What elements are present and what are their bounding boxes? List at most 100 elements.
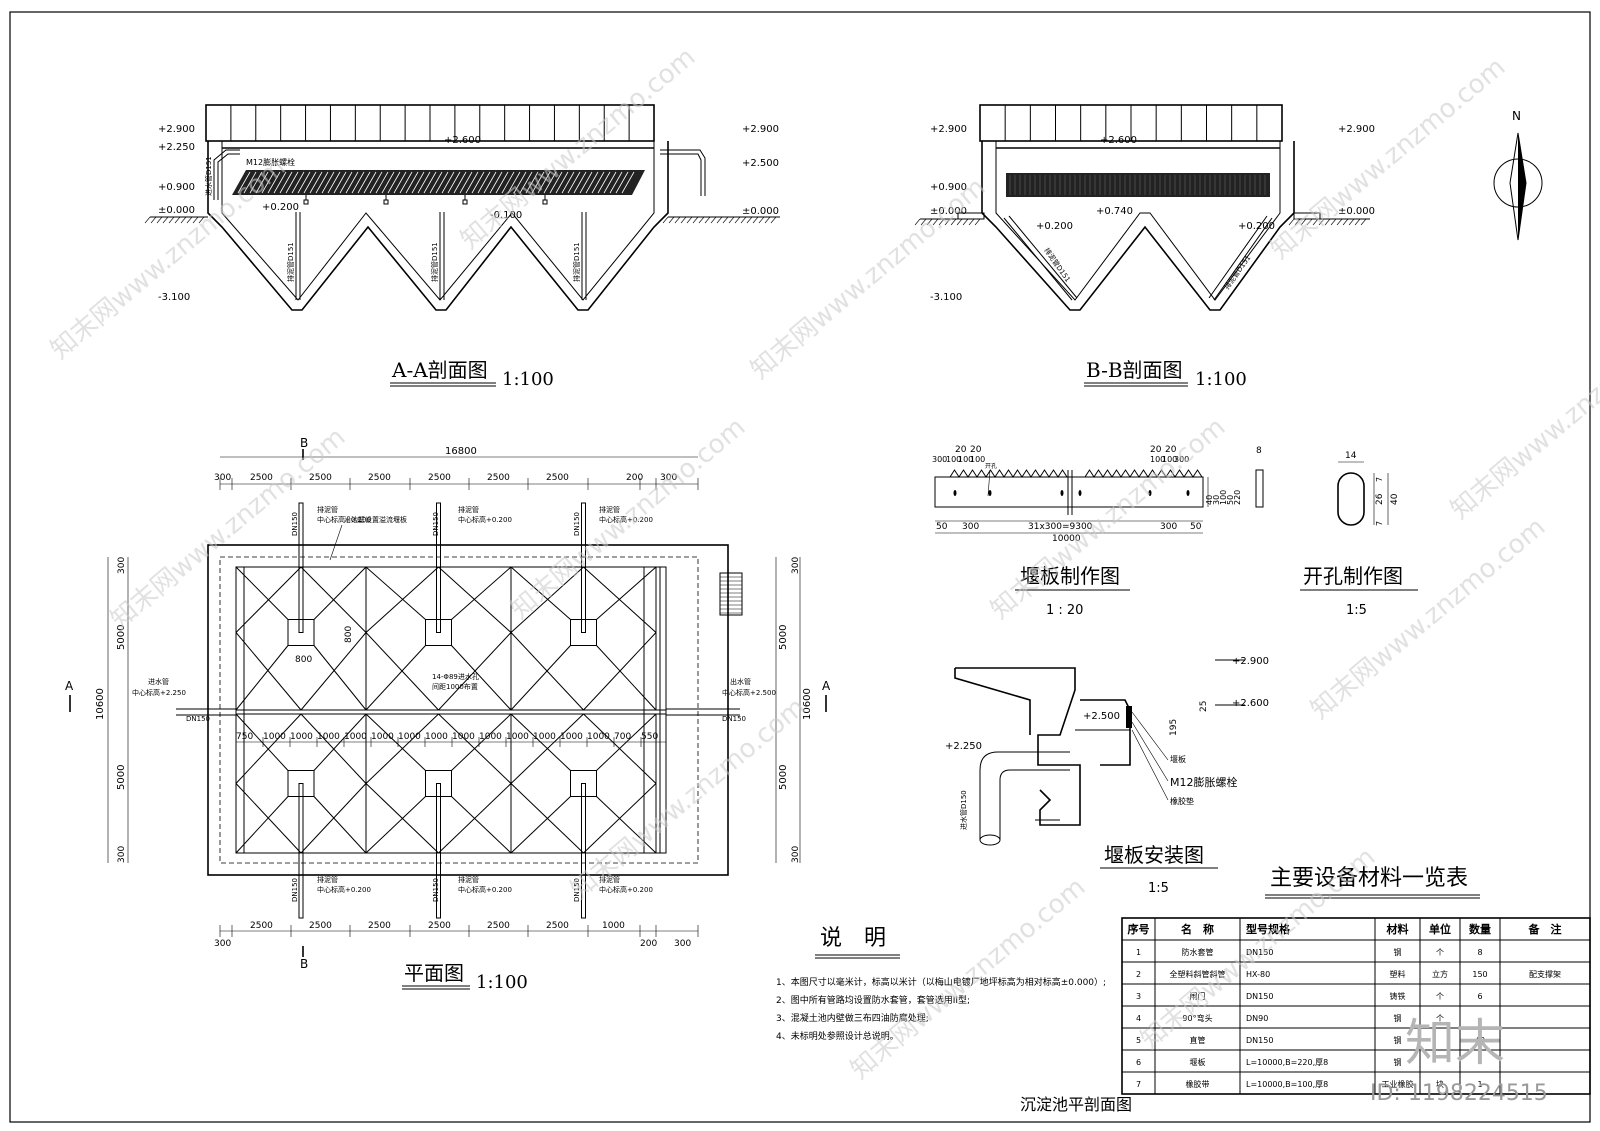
plan-bottom-dim: 300 — [214, 939, 231, 949]
svg-text:100: 100 — [1150, 455, 1165, 464]
drawing-title: 沉淀池平剖面图 — [1020, 1095, 1132, 1114]
svg-text:排泥管: 排泥管 — [599, 505, 620, 514]
weir-thickness-view — [1255, 469, 1264, 508]
plan-bottom-dim: 2500 — [487, 921, 510, 931]
svg-text:DN150: DN150 — [291, 512, 299, 536]
svg-text:100: 100 — [970, 455, 985, 464]
svg-text:知末网www.znzmo.com: 知末网www.znzmo.com — [745, 172, 991, 385]
table-cell: 1 — [1477, 1080, 1482, 1089]
table-cell: 个 — [1436, 1014, 1444, 1023]
weir-hole-label: 开孔 — [985, 462, 997, 470]
aa-inlet-pipe — [213, 149, 240, 200]
table-cell: 1 — [1136, 948, 1141, 957]
plan-scale: 1:100 — [476, 972, 528, 993]
plan-right-total: 10600 — [802, 688, 813, 720]
table-cell: 7 — [1136, 1080, 1141, 1089]
plan-mid-dim: 1000 — [317, 732, 340, 742]
table-cell: 立方 — [1432, 969, 1448, 979]
aa-grating-bars — [230, 105, 630, 141]
weir-teeth — [935, 469, 1203, 478]
svg-text:300: 300 — [117, 557, 127, 574]
plan-mid-dim: 550 — [641, 732, 658, 742]
install-title: 堰板安装图 — [1104, 843, 1204, 867]
install-scale: 1:5 — [1148, 881, 1169, 896]
table-cell: 全塑料斜管斜管 — [1170, 969, 1226, 979]
svg-text:知末网www.znzmo.com: 知末网www.znzmo.com — [565, 692, 811, 905]
bb-sludge-pipe-left — [1003, 217, 1073, 301]
hole-height: 40 — [1390, 493, 1400, 505]
plan-mid-dim: 1000 — [560, 732, 583, 742]
aa-elev-0900: +0.900 — [158, 182, 195, 193]
weir-dim-9300: 31x300=9300 — [1028, 522, 1093, 532]
svg-text:7: 7 — [1375, 521, 1384, 526]
plan-top-dim: 2500 — [250, 473, 273, 483]
hopper-dim-v: 800 — [344, 626, 354, 643]
hole-slot — [1337, 472, 1365, 526]
table-header: 型号规格 — [1246, 922, 1291, 936]
aa-sludge-label-2: 排泥管D151 — [430, 242, 439, 282]
weir-thickness: 8 — [1256, 446, 1262, 456]
svg-text:知末网www.znzmo.com: 知末网www.znzmo.com — [105, 422, 351, 635]
bb-elev-0000: ±0.000 — [930, 206, 967, 217]
plan-mid-dim: 1000 — [398, 732, 421, 742]
plan-bottom-dim: 1000 — [602, 921, 625, 931]
svg-text:300: 300 — [962, 522, 979, 532]
plan-bottom-dim: 2500 — [250, 921, 273, 931]
svg-text:知末网www.znzmo.com: 知末网www.znzmo.com — [1445, 312, 1600, 525]
table-cell: 150 — [1472, 970, 1487, 979]
bb-scale: 1:100 — [1195, 369, 1247, 390]
plan-mid-dim: 1000 — [371, 732, 394, 742]
aa-inlet-label: 进水管D151 — [204, 156, 213, 196]
plan-hole-note: 14-Φ89进水孔 — [432, 672, 479, 681]
aa-outer-wall — [207, 141, 669, 311]
svg-text:50: 50 — [1190, 522, 1202, 532]
svg-text:300: 300 — [1174, 455, 1189, 464]
aa-bolt-label: M12膨胀螺栓 — [246, 157, 295, 167]
bb-inner-mid: +0.740 — [1096, 206, 1133, 217]
plan-inlet-elev: 中心标高+2.250 — [132, 688, 186, 697]
install-pipe-label: 进水管D150 — [959, 790, 968, 830]
plan-outlet-elev: 中心标高+2.500 — [722, 688, 776, 697]
table-cell: 个 — [1436, 992, 1444, 1001]
svg-text:300: 300 — [791, 846, 801, 863]
notes-block: 说 明 1、本图尺寸以毫米计，标高以米计（以梅山电镀厂地坪标高为相对标高±0.0… — [776, 926, 1106, 1042]
plan-total-length: 16800 — [445, 446, 477, 457]
plan-mid-dim: 1000 — [425, 732, 448, 742]
svg-text:220: 220 — [1233, 490, 1242, 505]
plan-bottom-dim: 200 — [640, 939, 657, 949]
weir-title: 堰板制作图 — [1020, 564, 1120, 588]
table-cell: DN90 — [1246, 1014, 1268, 1023]
table-cell: 工业橡胶 — [1382, 1079, 1414, 1089]
table-cell: 直管 — [1190, 1035, 1206, 1045]
bb-outer-wall — [981, 141, 1295, 311]
hopper-dim-h: 800 — [295, 655, 312, 665]
table-cell: 钢 — [1394, 1013, 1402, 1023]
table-header: 单位 — [1429, 922, 1451, 936]
table-cell: 橡胶带 — [1186, 1079, 1210, 1089]
aa-hangers — [303, 195, 548, 205]
plan-top-dim: 200 — [626, 473, 643, 483]
plan-mid-dim: 1000 — [506, 732, 529, 742]
svg-text:中心标高+0.200: 中心标高+0.200 — [317, 885, 371, 894]
aa-elev-0000: ±0.000 — [158, 205, 195, 216]
svg-text:排泥管: 排泥管 — [599, 875, 620, 884]
table-cell: 5 — [1136, 1036, 1141, 1045]
table-cell: HX-80 — [1246, 970, 1270, 979]
hopper-outlet — [425, 619, 452, 646]
weir-installation: +2.900 +2.600 +2.500 +2.250 195 25 堰板 M1… — [945, 656, 1269, 896]
install-elev-2600: +2.600 — [1232, 698, 1269, 709]
plan-inlet-dn: DN150 — [186, 715, 210, 723]
plan-sludge-pipe — [436, 783, 441, 919]
table-cell: 堰板 — [1190, 1057, 1206, 1067]
plan-mid-dim: 1000 — [263, 732, 286, 742]
table-cell: 6 — [1136, 1058, 1141, 1067]
bb-elev-r2900: +2.900 — [1338, 124, 1375, 135]
svg-text:20: 20 — [970, 445, 982, 455]
install-weir-bracket — [1080, 699, 1131, 766]
table-cell: 铸铁 — [1390, 991, 1406, 1001]
plan-bottom-dim: 2500 — [368, 921, 391, 931]
